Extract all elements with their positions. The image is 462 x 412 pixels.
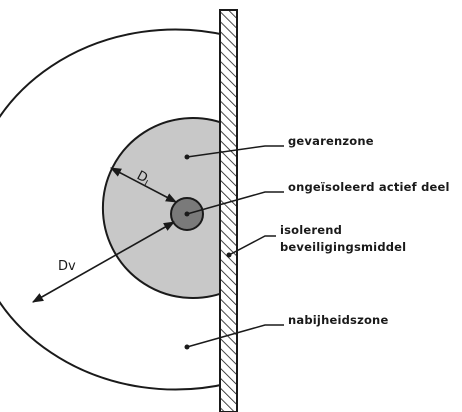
proximity-zone-label: nabijheidszone: [288, 313, 388, 327]
dl-label: DL: [133, 168, 154, 190]
dl-dimension-line: [110, 167, 177, 203]
dv-dimension-line: [32, 221, 175, 303]
proximity-zone-leader: [186, 324, 284, 348]
barrier-label-line2: beveiligingsmiddel: [280, 240, 406, 254]
dv-label: Dv: [58, 259, 76, 274]
danger-zone-label: gevarenzone: [288, 134, 374, 148]
danger-zone-leader: [186, 145, 284, 158]
insulating-barrier: [219, 9, 238, 412]
barrier-leader: [228, 235, 276, 256]
barrier-label-line1: isolerend: [280, 223, 342, 237]
proximity-zone-boundary: [0, 28, 231, 391]
live-part-leader: [186, 191, 284, 215]
live-part-label: ongeïsoleerd actief deel: [288, 180, 450, 194]
